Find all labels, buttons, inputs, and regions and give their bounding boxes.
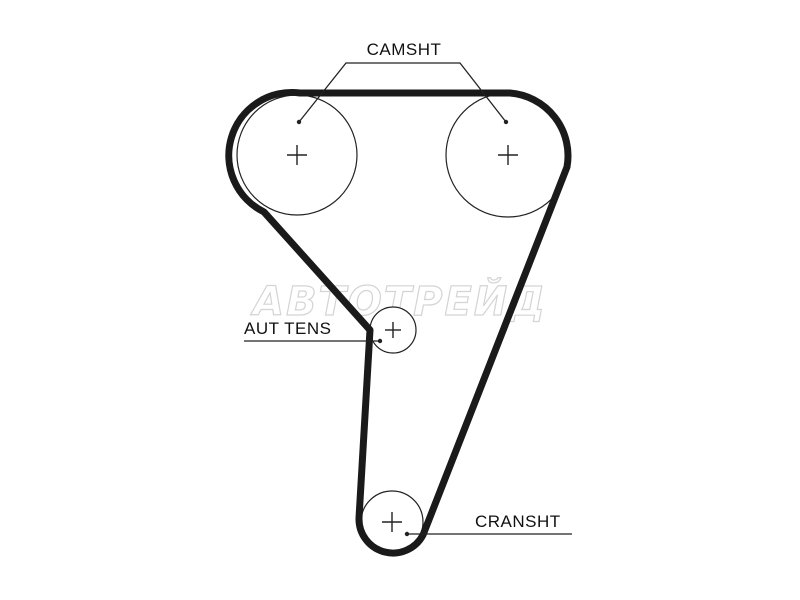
tensioner-pulley	[369, 306, 417, 354]
camshaft-label: CAMSHT	[367, 40, 442, 59]
crankshaft-leader	[404, 531, 572, 537]
watermark-text: АВТОТРЕЙД	[250, 277, 547, 325]
tensioner-label: AUT TENS	[244, 319, 331, 338]
crankshaft-label: CRANSHT	[475, 512, 561, 531]
camshaft-pulley-left	[236, 94, 358, 216]
timing-belt	[225, 88, 572, 557]
camshaft-leader	[296, 62, 509, 125]
tensioner-leader	[244, 338, 383, 344]
